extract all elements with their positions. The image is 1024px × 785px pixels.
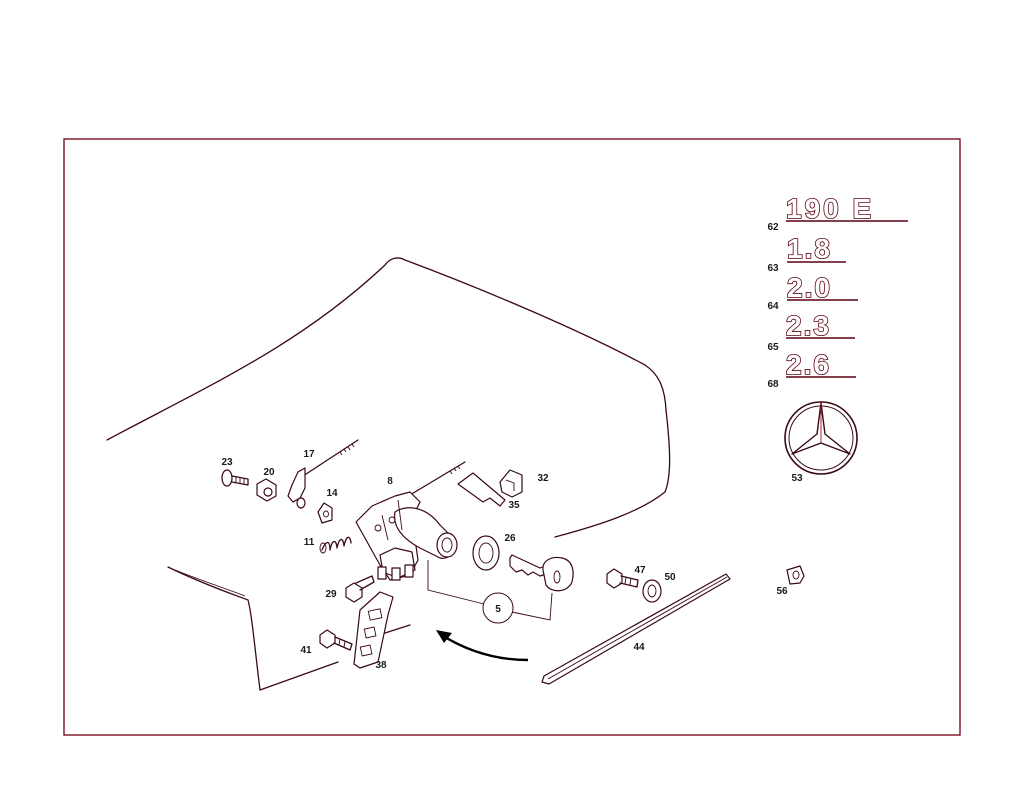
label-11: 11 xyxy=(304,537,315,548)
part-44-weatherstrip xyxy=(541,573,731,685)
label-29: 29 xyxy=(325,589,337,600)
svg-text:2.0: 2.0 xyxy=(787,272,832,303)
label-65: 65 xyxy=(767,342,779,353)
part-41-screw xyxy=(319,629,353,651)
part-8-lock-assembly xyxy=(355,461,466,581)
part-50-washer xyxy=(642,579,662,603)
label-63: 63 xyxy=(767,263,779,274)
part-47-bolt xyxy=(606,568,639,589)
mercedes-star-icon xyxy=(784,401,858,475)
label-32: 32 xyxy=(537,473,549,484)
label-26: 26 xyxy=(504,533,516,544)
badge-64: 2.0 xyxy=(786,271,858,304)
label-44: 44 xyxy=(633,642,645,653)
badge-68: 2.6 xyxy=(785,348,856,381)
part-35-plate xyxy=(457,472,506,507)
svg-text:2.6: 2.6 xyxy=(786,349,831,380)
badge-65: 2.3 xyxy=(785,309,855,342)
part-11-spring xyxy=(319,536,352,554)
svg-text:2.3: 2.3 xyxy=(786,310,831,341)
badge-63: 1.8 xyxy=(786,232,846,265)
callout-5-lines xyxy=(427,560,553,621)
label-64: 64 xyxy=(767,301,779,312)
trunk-lid xyxy=(106,257,671,691)
svg-text:1.8: 1.8 xyxy=(787,233,832,264)
label-62: 62 xyxy=(767,222,779,233)
label-68: 68 xyxy=(767,379,779,390)
part-56-grommet xyxy=(786,565,805,585)
key xyxy=(509,554,574,592)
label-17: 17 xyxy=(303,449,315,460)
label-20: 20 xyxy=(263,467,275,478)
direction-arrow-icon xyxy=(436,630,529,662)
part-32-bracket xyxy=(499,469,523,498)
label-53: 53 xyxy=(791,473,803,484)
part-23-bolt xyxy=(221,469,249,487)
label-35: 35 xyxy=(508,500,520,511)
part-26-ring xyxy=(472,535,500,571)
part-38-bracket-plate xyxy=(353,591,394,669)
label-41: 41 xyxy=(300,645,312,656)
label-56: 56 xyxy=(776,586,788,597)
label-38: 38 xyxy=(375,660,387,671)
diagram-frame xyxy=(63,138,961,736)
badge-62: 190 E xyxy=(785,192,908,225)
label-47: 47 xyxy=(634,565,646,576)
part-29-screw xyxy=(345,575,375,603)
label-14: 14 xyxy=(326,488,338,499)
callout-5-circle xyxy=(482,592,514,624)
label-8: 8 xyxy=(387,476,393,487)
label-23: 23 xyxy=(221,457,233,468)
svg-text:190 E: 190 E xyxy=(786,193,874,224)
part-20-nut xyxy=(256,478,277,502)
part-14-clip xyxy=(317,502,333,524)
label-50: 50 xyxy=(664,572,676,583)
part-17-rod xyxy=(287,439,359,509)
label-5: 5 xyxy=(495,604,501,615)
